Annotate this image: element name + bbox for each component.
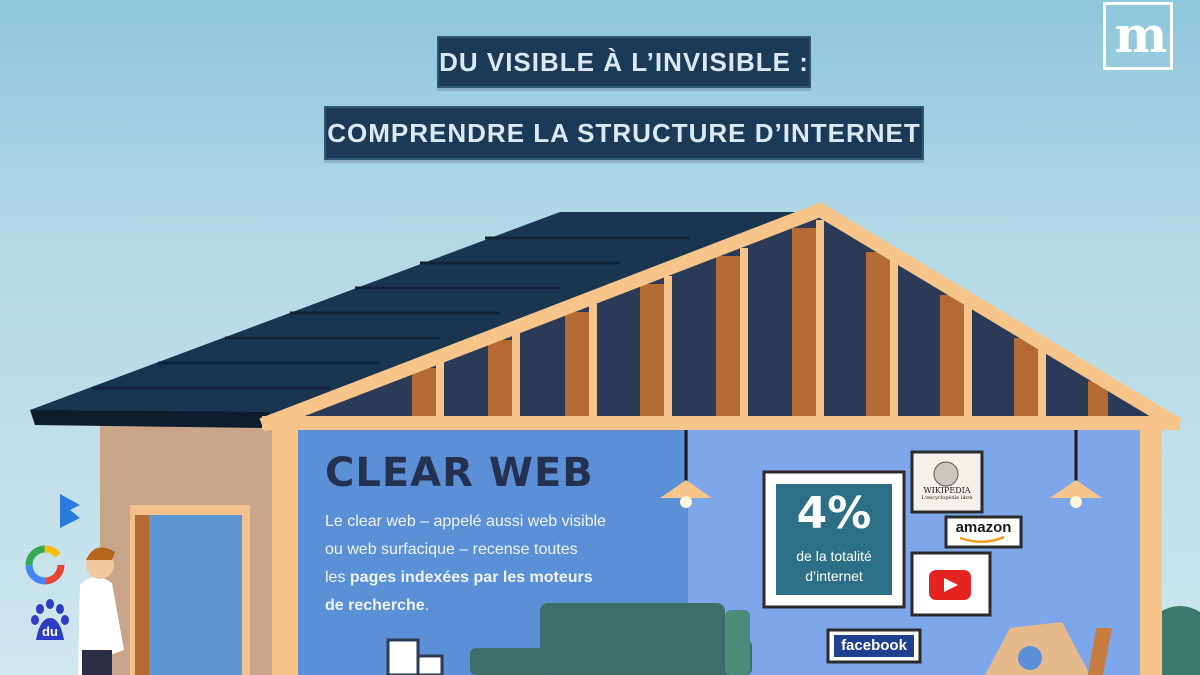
wikipedia-logo: WIKIPEDIA L'encyclopédie libre [912,486,982,501]
wikipedia-wordmark: WIKIPEDIA [923,486,971,495]
desc-line-1: Le clear web – appelé aussi web visible [325,513,607,530]
stat-label: de la totalité d’internet [764,546,904,586]
title-line-2: COMPRENDRE LA STRUCTURE D’INTERNET [324,106,924,160]
desc-line-4: de recherche. [325,592,665,620]
brand-logo: m [1103,2,1173,70]
desc-line-3: les pages indexées par les moteurs [325,564,665,592]
clear-web-title: CLEAR WEB [325,450,594,496]
wikipedia-tagline: L'encyclopédie libre [921,495,973,501]
stat-value: 4% [796,488,872,539]
stat-label-line-2: d’internet [805,568,863,584]
amazon-logo: amazon [955,519,1012,536]
title-line-1: DU VISIBLE À L’INVISIBLE : [437,36,811,88]
stat-label-line-1: de la totalité [796,548,872,564]
clear-web-description: Le clear web – appelé aussi web visible … [325,508,665,620]
desc-line-2: ou web surfacique – recense toutes [325,541,578,558]
desc-line-4-suffix: . [424,597,430,614]
baidu-logo: du [42,624,58,639]
desc-line-3-prefix: les [325,569,350,586]
desc-line-4-bold: de recherche [325,597,425,614]
logo-text: m [1114,5,1168,64]
facebook-logo: facebook [841,637,907,654]
desc-line-3-bold: pages indexées par les moteurs [349,569,593,586]
